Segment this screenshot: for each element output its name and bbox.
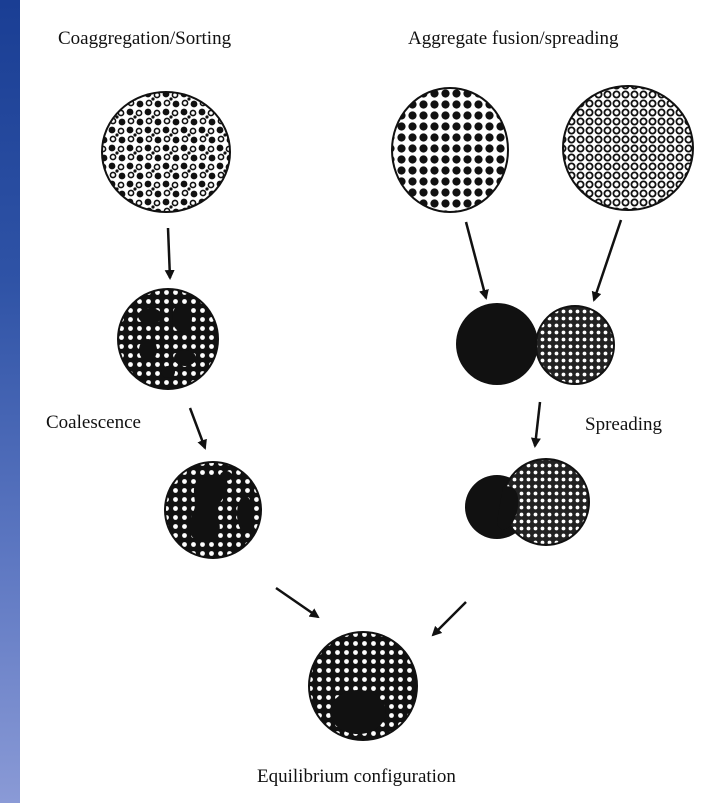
dark-cell-cluster — [220, 471, 232, 481]
arrow-fusion-right — [594, 220, 621, 300]
arrow-sorting-1 — [168, 228, 170, 278]
arrow-coalescence — [190, 408, 205, 448]
arrow-spreading — [535, 402, 540, 446]
arrow-fusion-left — [466, 222, 486, 298]
arrow-to-equilibrium-right — [433, 602, 466, 635]
dark-cell-cluster — [139, 339, 157, 361]
dark-cell-cluster — [174, 350, 196, 366]
dark-cell-cluster — [172, 304, 192, 332]
dark-cell-cluster — [138, 308, 162, 324]
dark-aggregate-fused — [456, 303, 538, 385]
light-aggregate-fused — [536, 306, 614, 384]
dark-cell-cluster — [237, 496, 253, 532]
dark-cell-aggregate — [392, 88, 508, 212]
mixed-aggregate-cluster — [102, 92, 230, 212]
dark-cell-cluster — [161, 366, 175, 378]
light-cell-aggregate — [563, 86, 693, 210]
dark-core — [330, 690, 386, 734]
arrow-to-equilibrium-left — [276, 588, 318, 617]
